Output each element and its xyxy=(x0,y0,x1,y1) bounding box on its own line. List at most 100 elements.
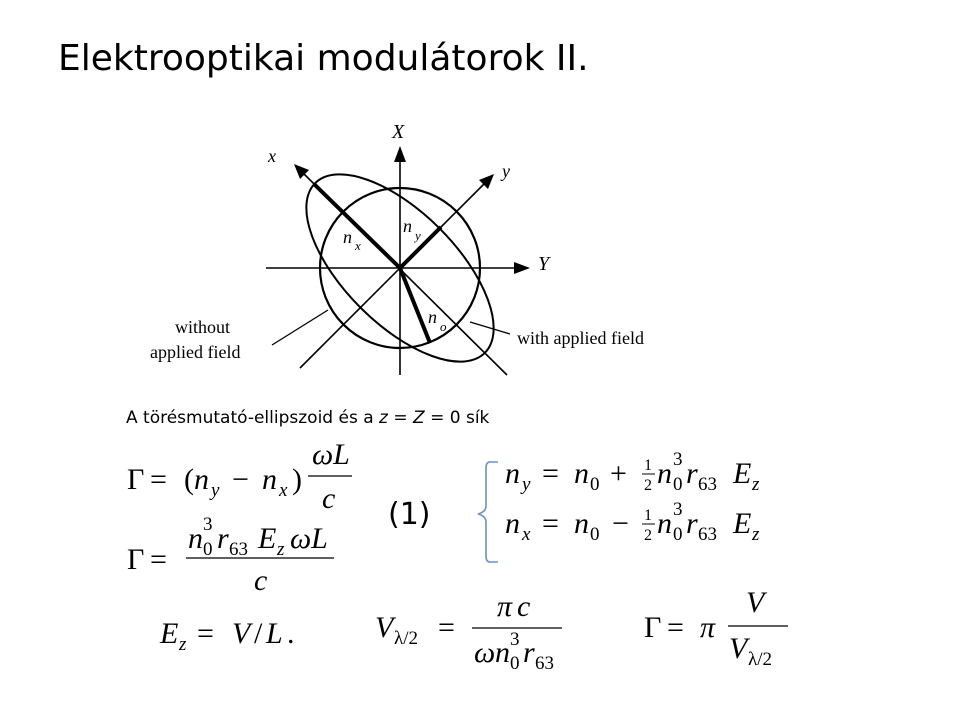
ny-half-num: 1 xyxy=(644,457,652,474)
ny-n: n xyxy=(505,457,520,490)
eq1-sub-y: y xyxy=(209,480,220,501)
ny-sub0: 0 xyxy=(590,474,600,495)
eq1-omegaL: ωL xyxy=(312,438,350,471)
ez-sub-z: z xyxy=(178,634,187,655)
vh-sub63: 63 xyxy=(535,653,554,674)
eq2-sub63: 63 xyxy=(229,539,248,560)
caption-z: z xyxy=(379,408,388,428)
eq2-sub-z: z xyxy=(276,539,285,560)
nx-sub-x: x xyxy=(521,524,531,545)
nx-sub63: 63 xyxy=(698,524,717,545)
equation-ny: n y = n 0 + 1 2 n 3 0 r 63 E z xyxy=(505,449,760,495)
ny-plus: + xyxy=(610,457,627,490)
eq2-sub0: 0 xyxy=(203,539,213,560)
equation-gamma-2: Γ = n 3 0 r 63 E z ωL c xyxy=(127,514,334,597)
ny-sub-z: z xyxy=(751,474,760,495)
ez-E: E xyxy=(159,617,178,650)
with-leader-line xyxy=(469,321,511,335)
vh-omega: ω xyxy=(474,636,495,669)
eq1-equals: = xyxy=(150,463,167,496)
ez-dot: . xyxy=(287,617,295,650)
eq3-V-num: V xyxy=(746,586,768,619)
ny-n0-cubed: n xyxy=(657,457,672,490)
nx-r: r xyxy=(686,507,698,540)
ny-semi-axis xyxy=(398,225,443,270)
caption-suffix: = 0 sík xyxy=(424,408,490,428)
nx-E: E xyxy=(732,507,751,540)
equation-halfwave-voltage: V λ/2 = π c ω n 3 0 r 63 xyxy=(375,590,562,674)
no-semi-axis xyxy=(398,267,432,344)
ny-sup3: 3 xyxy=(673,449,683,470)
eq1-close-paren: ) xyxy=(292,463,302,496)
nx-n: n xyxy=(505,507,520,540)
vh-sub0: 0 xyxy=(510,653,520,674)
ny-sub0b: 0 xyxy=(673,474,683,495)
x-axis-arrow xyxy=(294,164,309,179)
ny-E: E xyxy=(732,457,751,490)
vh-V: V xyxy=(375,611,397,644)
eq3-V-den: V xyxy=(729,632,751,665)
nx-semi-axis xyxy=(312,182,402,270)
y-axis-label: y xyxy=(500,161,510,181)
ny-sub63: 63 xyxy=(698,474,717,495)
nx-n0: n xyxy=(574,507,589,540)
eq3-sub-lambda2: λ/2 xyxy=(748,649,772,670)
equation-nx: n x = n 0 − 1 2 n 3 0 r 63 E z xyxy=(505,499,760,545)
Y-axis-label: Y xyxy=(538,253,551,275)
eq2-r: r xyxy=(217,522,229,555)
y-axis-arrow xyxy=(479,174,494,189)
figure-caption: A törésmutató-ellipszoid és a z = Z = 0 … xyxy=(126,407,686,429)
without-leader-line xyxy=(271,309,329,346)
caption-text: A törésmutató-ellipszoid és a xyxy=(126,408,380,428)
nx-label-sub: x xyxy=(354,238,361,253)
nx-sup3: 3 xyxy=(673,499,683,520)
X-axis-arrow xyxy=(394,146,406,162)
ny-label-sub: y xyxy=(413,228,421,243)
nx-half-den: 2 xyxy=(644,527,652,544)
nx-sub0: 0 xyxy=(590,524,600,545)
eq3-equals: = xyxy=(667,611,684,644)
nx-equals: = xyxy=(542,507,559,540)
equation-number: (1) xyxy=(388,497,431,532)
eq3-pi: π xyxy=(700,611,716,644)
ny-sub-y: y xyxy=(520,474,531,495)
eq2-sup3: 3 xyxy=(203,514,213,535)
eq1-n-y: n xyxy=(194,463,209,496)
vh-n0: n xyxy=(495,636,510,669)
equation-gamma-1: Γ = ( n y − n x ) ωL c xyxy=(127,438,352,515)
eq2-c: c xyxy=(254,564,267,597)
y-axis xyxy=(299,181,487,369)
eq2-gamma: Γ xyxy=(127,543,144,576)
nx-minus: − xyxy=(612,507,629,540)
eq1-sub-x: x xyxy=(278,480,288,501)
equation-Ez: E z = V / L . xyxy=(159,617,295,655)
equation-gamma-3: Γ = π V V λ/2 xyxy=(644,586,788,670)
eq1-minus: − xyxy=(232,463,249,496)
ny-r: r xyxy=(686,457,698,490)
ny-n0: n xyxy=(574,457,589,490)
vh-sup3: 3 xyxy=(510,629,520,650)
eq2-equals: = xyxy=(150,543,167,576)
eq1-c: c xyxy=(322,482,335,515)
Y-axis-arrow xyxy=(514,262,530,274)
nx-half-num: 1 xyxy=(644,507,652,524)
X-axis-label: X xyxy=(391,121,405,143)
without-field-label-line1: without xyxy=(175,317,230,337)
eq2-E: E xyxy=(257,522,276,555)
eq2-omegaL: ωL xyxy=(290,522,328,555)
eq1-gamma: Γ xyxy=(127,463,144,496)
nx-sub-z: z xyxy=(751,524,760,545)
eq2-n: n xyxy=(188,522,203,555)
vh-pi: π xyxy=(497,590,513,623)
nx-label: n xyxy=(343,227,352,247)
ny-equals: = xyxy=(542,457,559,490)
eq1-open-paren: ( xyxy=(184,463,194,496)
ny-label: n xyxy=(403,216,412,236)
vh-r: r xyxy=(523,636,535,669)
ez-equals: = xyxy=(197,617,214,650)
caption-Z: Z xyxy=(413,408,425,428)
slide-title: Elektrooptikai modulátorok II. xyxy=(58,38,589,79)
